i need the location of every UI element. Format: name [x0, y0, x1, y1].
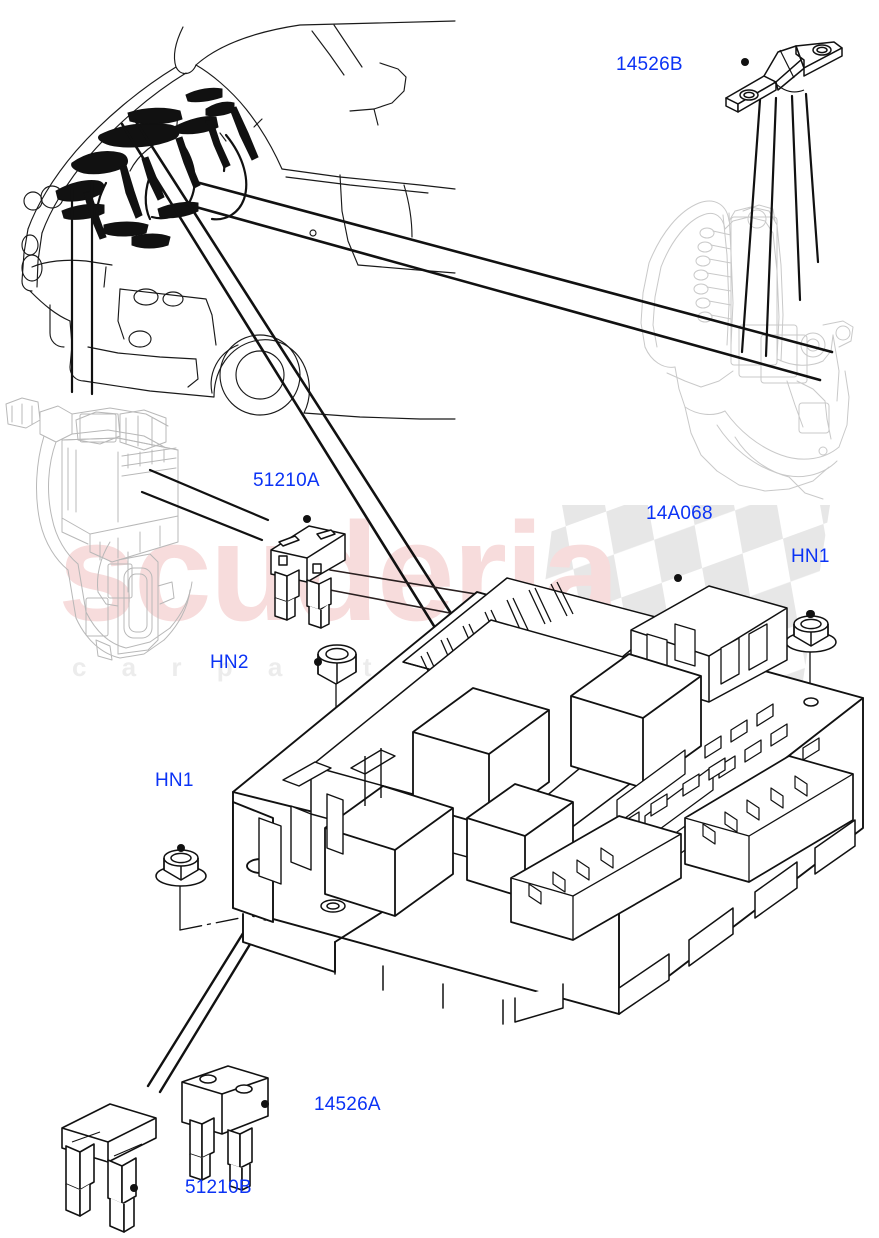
parts-diagram-canvas: scuderia c a r p a r t s: [5, 20, 864, 1233]
callout-label-51210A: 51210A: [253, 470, 320, 491]
fusebox-installed-ghost-view: [5, 397, 193, 661]
blade-fuse-51210B: [61, 1103, 157, 1233]
callout-label-HN1-right: HN1: [791, 546, 830, 567]
vehicle-illustration: [21, 20, 456, 420]
callout-label-14526A: 14526A: [314, 1094, 381, 1115]
callout-label-14A068: 14A068: [646, 503, 713, 524]
watermark-subtext: c a r p a r t s: [72, 652, 435, 682]
flange-nut-HN1-left: [155, 844, 207, 887]
blade-fuse-14526A: [181, 1065, 269, 1191]
leader-lines-layer: [70, 92, 834, 1094]
blade-fuse-51210A: [270, 515, 346, 629]
fuse-box-14A068: [232, 574, 864, 1025]
callout-label-HN1-left: HN1: [155, 770, 194, 791]
callout-label-HN2: HN2: [210, 652, 249, 673]
callout-label-51210B: 51210B: [185, 1177, 252, 1198]
lock-nut-HN2: [314, 644, 357, 685]
harness-installed-ghost-view: [640, 200, 854, 500]
callout-label-14526B: 14526B: [616, 54, 683, 75]
battery-link-fuse-14526B: [725, 41, 843, 113]
